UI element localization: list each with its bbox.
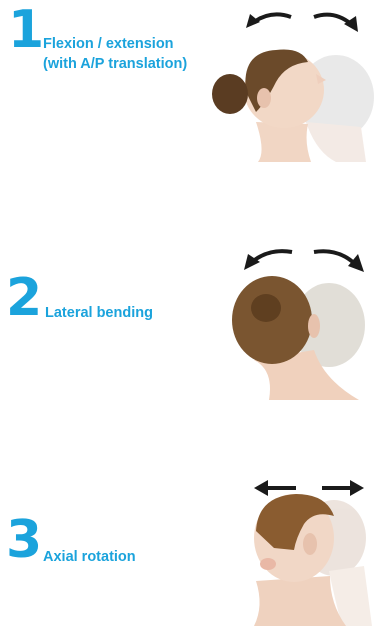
- item-label-line-1: Lateral bending: [45, 303, 153, 323]
- motion-item-axial-rotation: 3 Axial rotation: [0, 474, 376, 631]
- item-label: Axial rotation: [43, 547, 136, 567]
- item-number: 3: [6, 514, 42, 566]
- head-flexion-extension-illustration: [196, 2, 376, 167]
- head-axial-rotation-illustration: [234, 476, 374, 631]
- item-label-line-1: Flexion / extension: [43, 34, 187, 54]
- item-number: 2: [6, 272, 42, 324]
- item-label-line-2: (with A/P translation): [43, 54, 187, 74]
- motion-item-flexion-extension: 1 Flexion / extension (with A/P translat…: [0, 0, 376, 170]
- item-label: Flexion / extension (with A/P translatio…: [43, 34, 187, 74]
- curved-arrows-icon: [254, 14, 351, 24]
- item-number: 1: [8, 4, 44, 56]
- motion-item-lateral-bending: 2 Lateral bending: [0, 238, 376, 408]
- curved-arrows-icon: [252, 251, 356, 265]
- head-lateral-bending-illustration: [214, 240, 374, 405]
- item-label: Lateral bending: [45, 303, 153, 323]
- item-label-line-1: Axial rotation: [43, 547, 136, 567]
